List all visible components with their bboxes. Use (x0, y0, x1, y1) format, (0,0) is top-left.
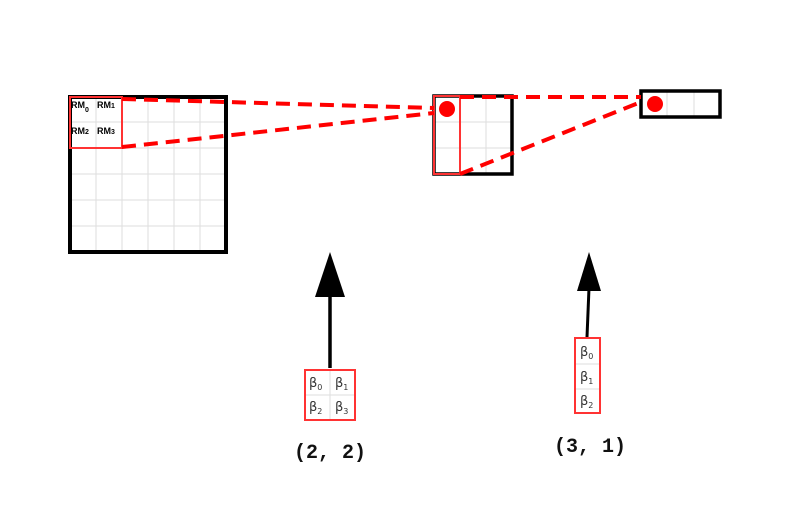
kernel-3x1: β0 β1 β2 (574, 337, 601, 414)
arrow-2x2 (315, 252, 345, 368)
kernel-3x1-frame (574, 337, 601, 414)
input-grid-lines (70, 97, 226, 251)
intermediate-receptive-field (433, 95, 461, 175)
beta2-label: β2 (309, 400, 322, 416)
beta0-label: β0 (309, 376, 322, 392)
intermediate-output-dot (439, 101, 455, 117)
projection-line-a-bottom (121, 111, 435, 149)
arrow-3x1-head (577, 252, 601, 291)
input-grid-frame (68, 95, 228, 254)
beta1-label-col: β1 (580, 370, 593, 386)
rm3-label: RM3 (97, 126, 115, 136)
output-dot (647, 96, 663, 112)
input-receptive-field (69, 96, 123, 149)
beta0-label-col: β0 (580, 345, 593, 361)
rm2-label: RM2 (71, 126, 89, 136)
input-grid: RM0 RM1 RM2 RM3 (68, 95, 228, 254)
output-grid-lines (666, 91, 695, 117)
beta2-label-col: β2 (580, 394, 593, 410)
intermediate-grid (432, 94, 514, 176)
kernel-2x2-caption: (2, 2) (294, 442, 366, 465)
beta3-label: β3 (335, 400, 348, 416)
kernel-2x2: β0 β1 β2 β3 (304, 369, 356, 421)
projection-line-a-top (121, 97, 435, 110)
beta1-label: β1 (335, 376, 348, 392)
kernel-2x2-frame (304, 369, 356, 421)
arrow-2x2-head (315, 252, 345, 297)
projection-line-b-bottom (459, 100, 642, 176)
projection-lines (121, 95, 642, 176)
rm0-label: RM0 (71, 100, 89, 114)
output-grid-frame (639, 89, 722, 119)
output-grid (639, 89, 722, 119)
kernel-3x1-caption: (3, 1) (554, 436, 626, 459)
rm1-label: RM1 (97, 100, 115, 110)
arrow-3x1 (577, 252, 601, 338)
